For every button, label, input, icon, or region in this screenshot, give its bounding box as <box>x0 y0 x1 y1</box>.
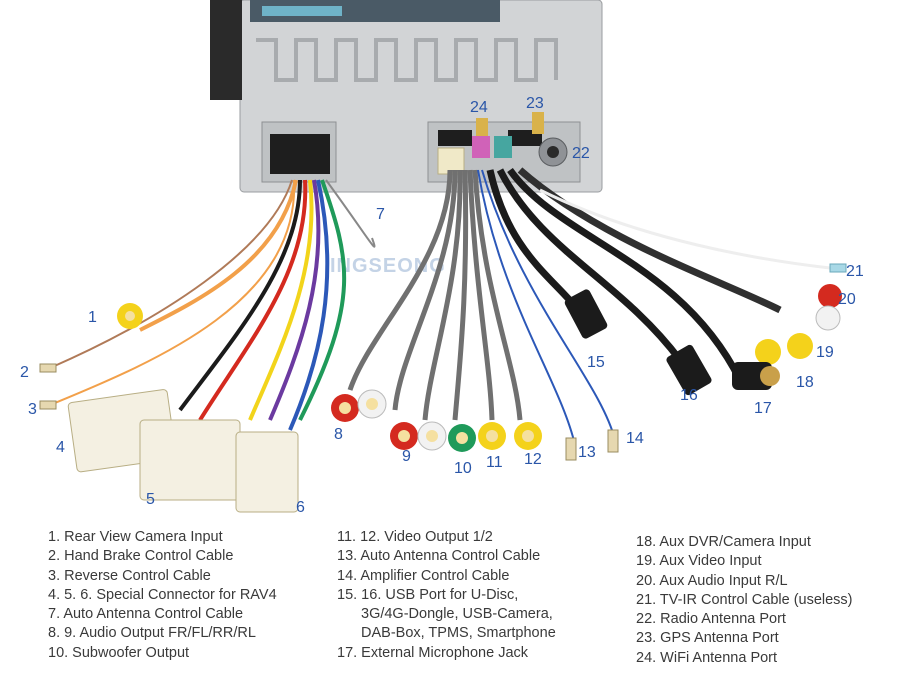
callout-17: 17 <box>754 400 772 417</box>
legend-item-continued: 3G/4G-Dongle, USB-Camera, <box>361 606 553 623</box>
legend-item: 14. Amplifier Control Cable <box>337 567 510 584</box>
legend-item: 3. Reverse Control Cable <box>48 567 211 584</box>
antenna-ports <box>437 112 544 175</box>
callout-15: 15 <box>587 354 605 371</box>
callout-9: 9 <box>402 448 411 465</box>
legend-column-1: 1. Rear View Camera Input 2. Hand Brake … <box>48 528 277 663</box>
legend-item-continued: DAB-Box, TPMS, Smartphone <box>361 625 556 642</box>
legend-item: 24. WiFi Antenna Port <box>636 649 778 666</box>
callout-12: 12 <box>524 451 542 468</box>
callout-3: 3 <box>28 401 37 418</box>
callout-7: 7 <box>376 206 385 223</box>
callout-numbers: 1 2 3 4 5 6 7 8 9 10 11 12 13 14 15 16 1… <box>20 95 864 516</box>
legend-item: 15. 16. USB Port for U-Disc, <box>337 586 519 603</box>
callout-6: 6 <box>296 499 305 516</box>
callout-8: 8 <box>334 426 343 443</box>
usb-aux-cables <box>486 167 831 382</box>
pin-terminals <box>39 263 847 461</box>
rca-bundle <box>347 169 616 446</box>
legend-column-3: 18. Aux DVR/Camera Input 19. Aux Video I… <box>636 533 853 668</box>
callout-14: 14 <box>626 430 644 447</box>
legend-item: 23. GPS Antenna Port <box>636 630 779 647</box>
wiring-harness-illustration: INGSEONG <box>20 0 864 516</box>
legend-item: 7. Auto Antenna Control Cable <box>48 606 244 623</box>
power-harness-bundle <box>49 179 376 431</box>
legend-item: 21. TV-IR Control Cable (useless) <box>636 591 853 608</box>
callout-19: 19 <box>816 344 834 361</box>
callout-24: 24 <box>470 99 488 116</box>
callout-13: 13 <box>578 444 596 461</box>
legend-item: 18. Aux DVR/Camera Input <box>636 534 811 550</box>
legend-item: 20. Aux Audio Input R/L <box>636 572 788 589</box>
callout-22: 22 <box>572 145 590 162</box>
rca-plugs-audio-video <box>331 389 542 452</box>
legend-item: 17. External Microphone Jack <box>337 644 529 661</box>
callout-4: 4 <box>56 439 65 456</box>
legend-item: 13. Auto Antenna Control Cable <box>337 548 541 565</box>
legend-column-2: 11. 12. Video Output 1/2 13. Auto Antenn… <box>337 528 556 663</box>
legend-item: 22. Radio Antenna Port <box>636 611 786 628</box>
watermark: INGSEONG <box>330 255 446 277</box>
legend-item: 2. Hand Brake Control Cable <box>48 548 234 565</box>
callout-21: 21 <box>846 263 864 280</box>
legend-item: 11. 12. Video Output 1/2 <box>337 529 493 545</box>
usb-and-mic-jack <box>564 289 780 396</box>
rear-camera-plug <box>117 303 143 329</box>
callout-2: 2 <box>20 364 29 381</box>
callout-23: 23 <box>526 95 544 112</box>
legend-item: 10. Subwoofer Output <box>48 644 190 661</box>
callout-16: 16 <box>680 387 698 404</box>
callout-18: 18 <box>796 374 814 391</box>
legend-item: 1. Rear View Camera Input <box>48 529 223 545</box>
legend-item: 19. Aux Video Input <box>636 553 762 570</box>
callout-5: 5 <box>146 491 155 508</box>
legend-item: 8. 9. Audio Output FR/FL/RR/RL <box>48 625 256 642</box>
callout-11: 11 <box>486 454 503 471</box>
callout-1: 1 <box>88 309 97 326</box>
aux-input-plugs <box>755 284 842 365</box>
rav4-connectors <box>67 389 299 513</box>
legend-item: 4. 5. 6. Special Connector for RAV4 <box>48 586 277 603</box>
callout-10: 10 <box>454 460 472 477</box>
callout-20: 20 <box>838 291 856 308</box>
